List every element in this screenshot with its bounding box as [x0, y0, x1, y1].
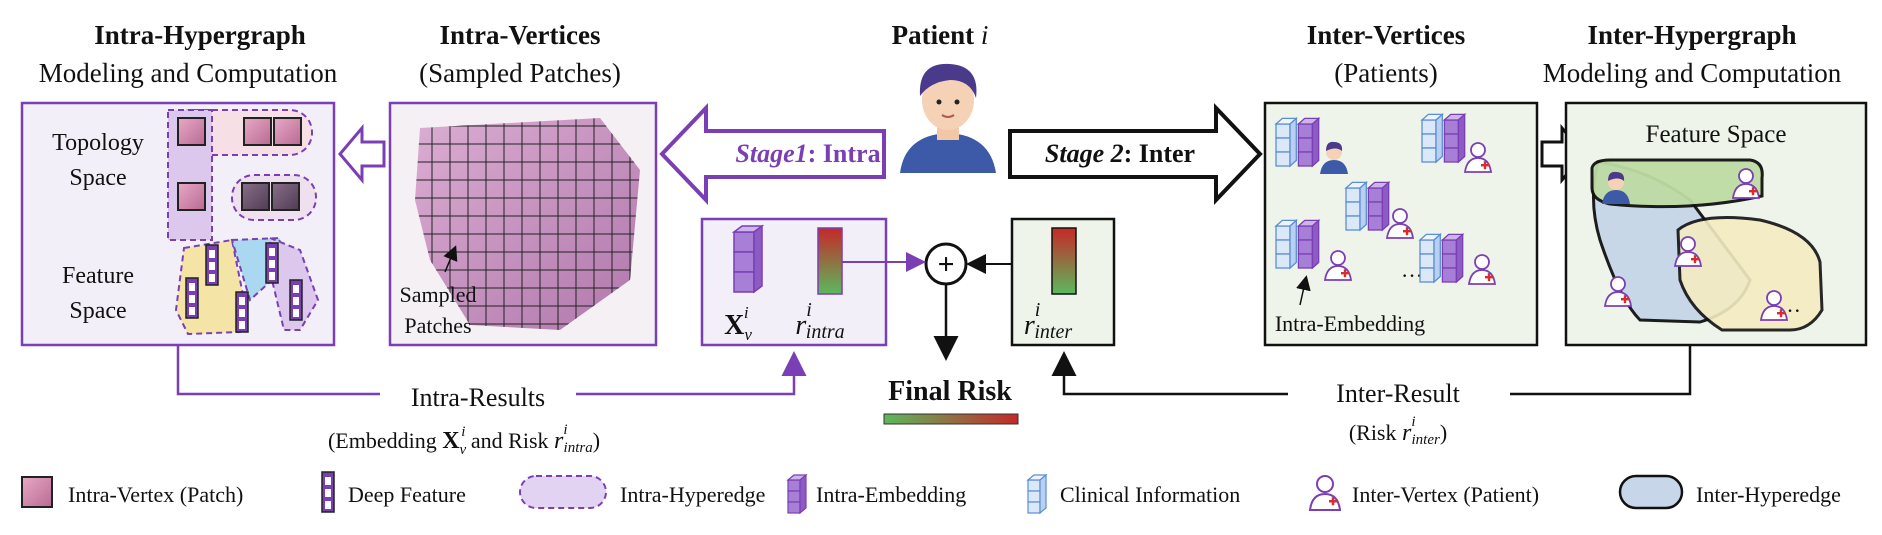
inter-vertex-icon — [1731, 168, 1761, 199]
inter-vertices-subtitle: (Patients) — [1334, 58, 1437, 88]
intra-embedding-icon — [731, 224, 765, 294]
arrow-left-icon — [338, 123, 386, 185]
intra-embedding-icon — [1440, 232, 1465, 284]
intra-risk-bar — [817, 227, 843, 295]
stage1-label-rest: : Intra — [808, 139, 881, 168]
inter-vertex-icon — [1467, 254, 1497, 285]
deep-feature-icon — [205, 244, 219, 286]
intra-vertices-panel: Sampled Patches — [388, 101, 658, 347]
patch — [241, 182, 270, 211]
legend-label-patch: Intra-Vertex (Patch) — [68, 482, 243, 507]
inter-vertices — [1602, 168, 1789, 321]
stage2-arrow: Stage 2: Inter — [1008, 103, 1263, 205]
plus-sign: + — [937, 248, 954, 281]
patch — [243, 117, 272, 146]
legend: Intra-Vertex (Patch) Deep Feature Intra-… — [21, 471, 1841, 515]
inter-vertex-icon — [1308, 475, 1342, 511]
legend-label-inter-hyperedge: Inter-Hyperedge — [1696, 482, 1841, 507]
intra-embedding-icon — [1366, 180, 1391, 232]
topology-label-2: Space — [69, 165, 126, 191]
patch — [177, 117, 206, 146]
topology-label: Topology — [52, 130, 144, 156]
stage1-arrow: Stage1: Intra — [659, 103, 886, 205]
intra-hypergraph-title: Intra-Hypergraph — [94, 20, 306, 50]
inter-hyperedge-icon — [1618, 474, 1684, 510]
intra-vertices-title: Intra-Vertices — [440, 20, 601, 50]
intra-hypergraph-subtitle: Modeling and Computation — [39, 58, 338, 88]
inter-hypergraph-panel: Feature Space ··· — [1564, 101, 1868, 347]
svg-text:Stage 2: Inter: Stage 2: Inter — [1045, 139, 1195, 168]
deep-feature-icon — [265, 242, 279, 284]
inter-vertex-icon — [1673, 236, 1703, 267]
xv-label: Xvi — [724, 303, 752, 344]
intra-hypergraph-panel: Topology Space Feature Space — [20, 101, 336, 347]
intra-embedding-icon — [1296, 218, 1321, 270]
patch — [177, 182, 206, 211]
embedding-stacks — [1274, 112, 1497, 285]
final-risk-label: Final Risk — [888, 376, 1012, 407]
feature-label-2: Space — [69, 298, 126, 324]
intra-embedding-label: Intra-Embedding — [1275, 311, 1425, 336]
intra-embedding-icon — [1442, 112, 1467, 164]
patches-label: Patches — [404, 313, 471, 338]
inter-vertex-icon — [1463, 142, 1493, 173]
clinical-information-icon — [1274, 116, 1299, 168]
stage1-label-italic: Stage1 — [735, 139, 807, 168]
patient-avatar — [900, 63, 996, 173]
inter-vertex-icon — [1759, 290, 1789, 321]
patch-icon — [21, 476, 53, 508]
clinical-information-icon — [1026, 473, 1048, 515]
final-risk-bar — [883, 413, 1019, 425]
intra-hyperedge-icon — [519, 475, 607, 509]
inter-hyperedge — [1676, 216, 1824, 332]
feature-label: Feature — [62, 263, 134, 289]
inter-vertices-dots: ··· — [1401, 263, 1423, 288]
inter-vertex-icon — [1385, 208, 1415, 239]
intra-embedding-icon — [1296, 116, 1321, 168]
feature-space-label: Feature Space — [1646, 121, 1787, 148]
svg-text:Stage1: Intra: Stage1: Intra — [735, 139, 880, 168]
clinical-information-icon — [1418, 232, 1443, 284]
deep-feature-icon — [185, 277, 199, 319]
legend-label-clinical: Clinical Information — [1060, 482, 1240, 507]
inter-result-title: Inter-Result — [1336, 379, 1460, 408]
inter-vertex-icon — [1323, 250, 1353, 281]
deep-feature-icon — [321, 471, 335, 513]
legend-label-inter-vertex: Inter-Vertex (Patient) — [1352, 482, 1539, 507]
clinical-information-icon — [1274, 218, 1299, 270]
deep-feature-icon — [289, 279, 303, 321]
clinical-information-icon — [1420, 112, 1445, 164]
legend-label-deep-feature: Deep Feature — [348, 482, 466, 507]
inter-risk-bar — [1051, 227, 1077, 295]
patch — [271, 182, 300, 211]
deep-feature-icon — [235, 291, 249, 333]
intra-results-title: Intra-Results — [411, 383, 545, 412]
inter-hypergraph-title: Inter-Hypergraph — [1588, 20, 1797, 50]
stage2-label-italic: Stage 2 — [1045, 139, 1124, 168]
intra-vertices-subtitle: (Sampled Patches) — [419, 58, 621, 88]
inter-vertex-icon — [1603, 276, 1633, 307]
legend-label-intra-embedding: Intra-Embedding — [816, 482, 966, 507]
sum-node: + — [924, 242, 968, 286]
inter-vertices-title: Inter-Vertices — [1307, 20, 1465, 50]
intra-embedding-icon — [786, 473, 808, 515]
patch — [273, 117, 302, 146]
stage2-label-rest: : Inter — [1124, 139, 1195, 168]
patient-title: Patient i — [892, 20, 989, 50]
inter-hypergraph-subtitle: Modeling and Computation — [1543, 58, 1842, 88]
clinical-information-icon — [1344, 180, 1369, 232]
inter-vertex-icon — [1320, 141, 1348, 174]
inter-vertex-icon — [1602, 171, 1630, 204]
legend-label-intra-hyperedge: Intra-Hyperedge — [620, 482, 765, 507]
sampled-label: Sampled — [400, 282, 477, 307]
